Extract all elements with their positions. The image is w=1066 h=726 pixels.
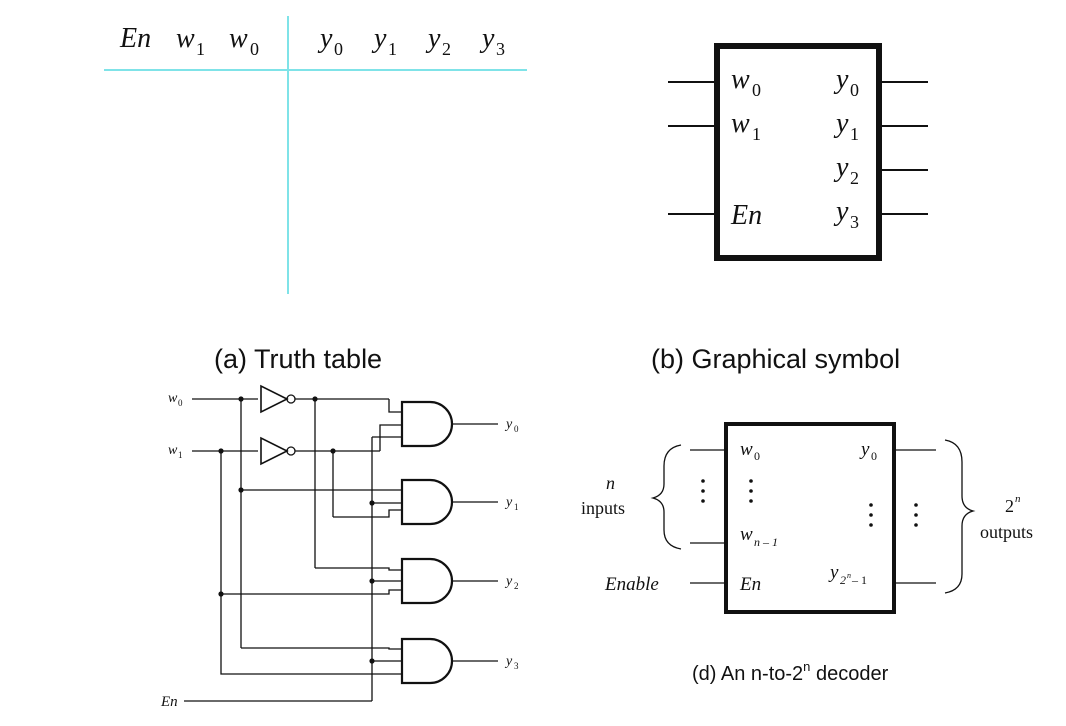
circuit-in-en: En: [160, 694, 178, 710]
circuit-out-y3-sub: 3: [514, 661, 519, 671]
ellipsis-dots: [701, 479, 918, 527]
junction-dots: [218, 396, 375, 664]
symbol-in-en: En: [730, 200, 762, 231]
circuit-labels: w 0 w 1 En y 0 y 1 y 2 y 3: [160, 391, 519, 710]
symbol-out-y1-sub: 1: [850, 124, 859, 144]
and-gate-3: [400, 637, 454, 685]
circuit-out-y0: y: [504, 417, 513, 432]
left-n-label: n: [606, 473, 615, 493]
header-y0: y: [317, 23, 333, 54]
truth-table: En w 1 w 0 y 0 y 1 y 2 y 3 (a) Truth tab…: [104, 16, 527, 374]
right-brace: [944, 439, 976, 594]
header-y3: y: [479, 23, 495, 54]
symbol-out-y2-sub: 2: [850, 168, 859, 188]
n-in-en: En: [739, 574, 761, 595]
caption-n-decoder-post: decoder: [810, 663, 888, 685]
n-out-yn-sub: 2: [840, 573, 846, 587]
circuit-out-y1: y: [504, 495, 513, 510]
circuit-out-y0-sub: 0: [514, 424, 519, 434]
wire-g0-in-b: [379, 424, 402, 451]
inverter-w0: [260, 384, 296, 414]
and-gate-0: [400, 400, 454, 448]
left-inputs-label: inputs: [581, 498, 625, 518]
header-w0-sub: 0: [250, 39, 259, 59]
decoder-box: [714, 43, 882, 261]
caption-n-decoder-pre: (d) An n-to-2: [692, 663, 803, 685]
n-in-w0: w: [740, 439, 753, 460]
circuit-in-w0: w: [168, 391, 178, 406]
n-out-y0-sub: 0: [871, 449, 877, 463]
n-decoder-box: [724, 422, 896, 614]
n-out-yn: y: [828, 562, 839, 583]
circuit-in-w0-sub: 0: [178, 398, 183, 408]
header-w0: w: [229, 23, 248, 54]
header-y3-sub: 3: [496, 39, 505, 59]
symbol-in-w0-sub: 0: [752, 80, 761, 100]
caption-n-decoder-sup: n: [803, 659, 810, 674]
symbol-out-y1: y: [833, 108, 849, 139]
wire-g2-in-a: [315, 567, 402, 571]
header-en: En: [119, 23, 151, 54]
circuit-out-y1-sub: 1: [514, 502, 519, 512]
caption-truth-table: (a) Truth table: [214, 344, 382, 374]
wire-g1-in-b: [333, 509, 402, 518]
caption-graphical-symbol: (b) Graphical symbol: [651, 344, 900, 374]
left-brace: [650, 444, 682, 550]
wire-g3-in-a: [241, 647, 402, 650]
n-in-wn-sub: n – 1: [754, 535, 778, 549]
right-n-sup: n: [1015, 493, 1021, 505]
symbol-in-w1: w: [731, 108, 750, 139]
header-y2-sub: 2: [442, 39, 451, 59]
enable-label: Enable: [604, 574, 659, 595]
and-gate-1: [400, 478, 454, 526]
n-out-yn-sub-sup: n: [847, 571, 851, 580]
symbol-in-w0: w: [731, 64, 750, 95]
caption-n-decoder: (d) An n-to-2n decoder: [692, 659, 889, 685]
n-in-w0-sub: 0: [754, 449, 760, 463]
header-y2: y: [425, 23, 441, 54]
header-w1: w: [176, 23, 195, 54]
symbol-out-y3-sub: 3: [850, 212, 859, 232]
logic-circuit: [184, 384, 498, 702]
inverter-w1: [260, 436, 296, 466]
header-y0-sub: 0: [334, 39, 343, 59]
header-y1: y: [371, 23, 387, 54]
symbol-in-w1-sub: 1: [752, 124, 761, 144]
right-outputs-label: outputs: [980, 522, 1033, 542]
n-out-y0: y: [859, 439, 870, 460]
circuit-out-y3: y: [504, 654, 513, 669]
circuit-in-w1-sub: 1: [178, 450, 183, 460]
wire-g0-in-a: [388, 399, 402, 413]
symbol-out-y3: y: [833, 196, 849, 227]
right-2-label: 2: [1005, 496, 1014, 516]
circuit-in-w1: w: [168, 443, 178, 458]
header-w1-sub: 1: [196, 39, 205, 59]
and-gate-2: [400, 557, 454, 605]
n-out-yn-sub-post: – 1: [851, 573, 867, 587]
n-in-wn: w: [740, 524, 753, 545]
symbol-out-y0: y: [833, 64, 849, 95]
symbol-out-y0-sub: 0: [850, 80, 859, 100]
graphical-symbol: w 0 w 1 En y 0 y 1 y 2 y 3 (b) Graphical…: [651, 43, 928, 374]
header-y1-sub: 1: [388, 39, 397, 59]
circuit-out-y2-sub: 2: [514, 581, 519, 591]
n-decoder: w 0 w n – 1 En y 0 y 2 n – 1 n inputs En…: [581, 422, 1033, 685]
wire-g3-in-b: [220, 594, 402, 675]
symbol-out-y2: y: [833, 152, 849, 183]
circuit-out-y2: y: [504, 574, 513, 589]
wire-g2-in-b: [221, 589, 402, 595]
